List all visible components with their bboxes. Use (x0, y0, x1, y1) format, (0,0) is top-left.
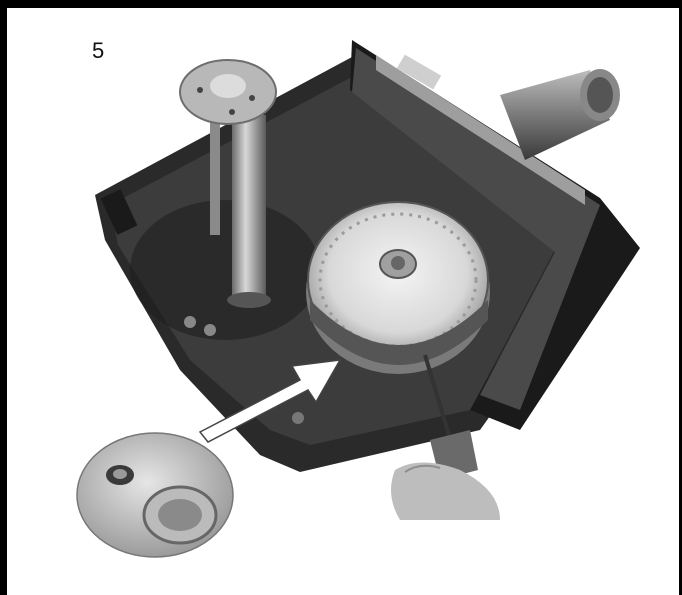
frame-left-border (0, 0, 7, 595)
screwdriver (391, 354, 500, 520)
pointer-arrow (198, 359, 342, 443)
fan-wheel (306, 201, 490, 374)
blast-tube (500, 69, 620, 160)
burner-flange (350, 40, 640, 430)
step-number: 5 (92, 38, 105, 63)
frame-right-border (679, 0, 682, 595)
shaft-detail-inset (76, 432, 234, 558)
electrode-assembly (179, 59, 277, 308)
frame-top-border (0, 0, 682, 8)
